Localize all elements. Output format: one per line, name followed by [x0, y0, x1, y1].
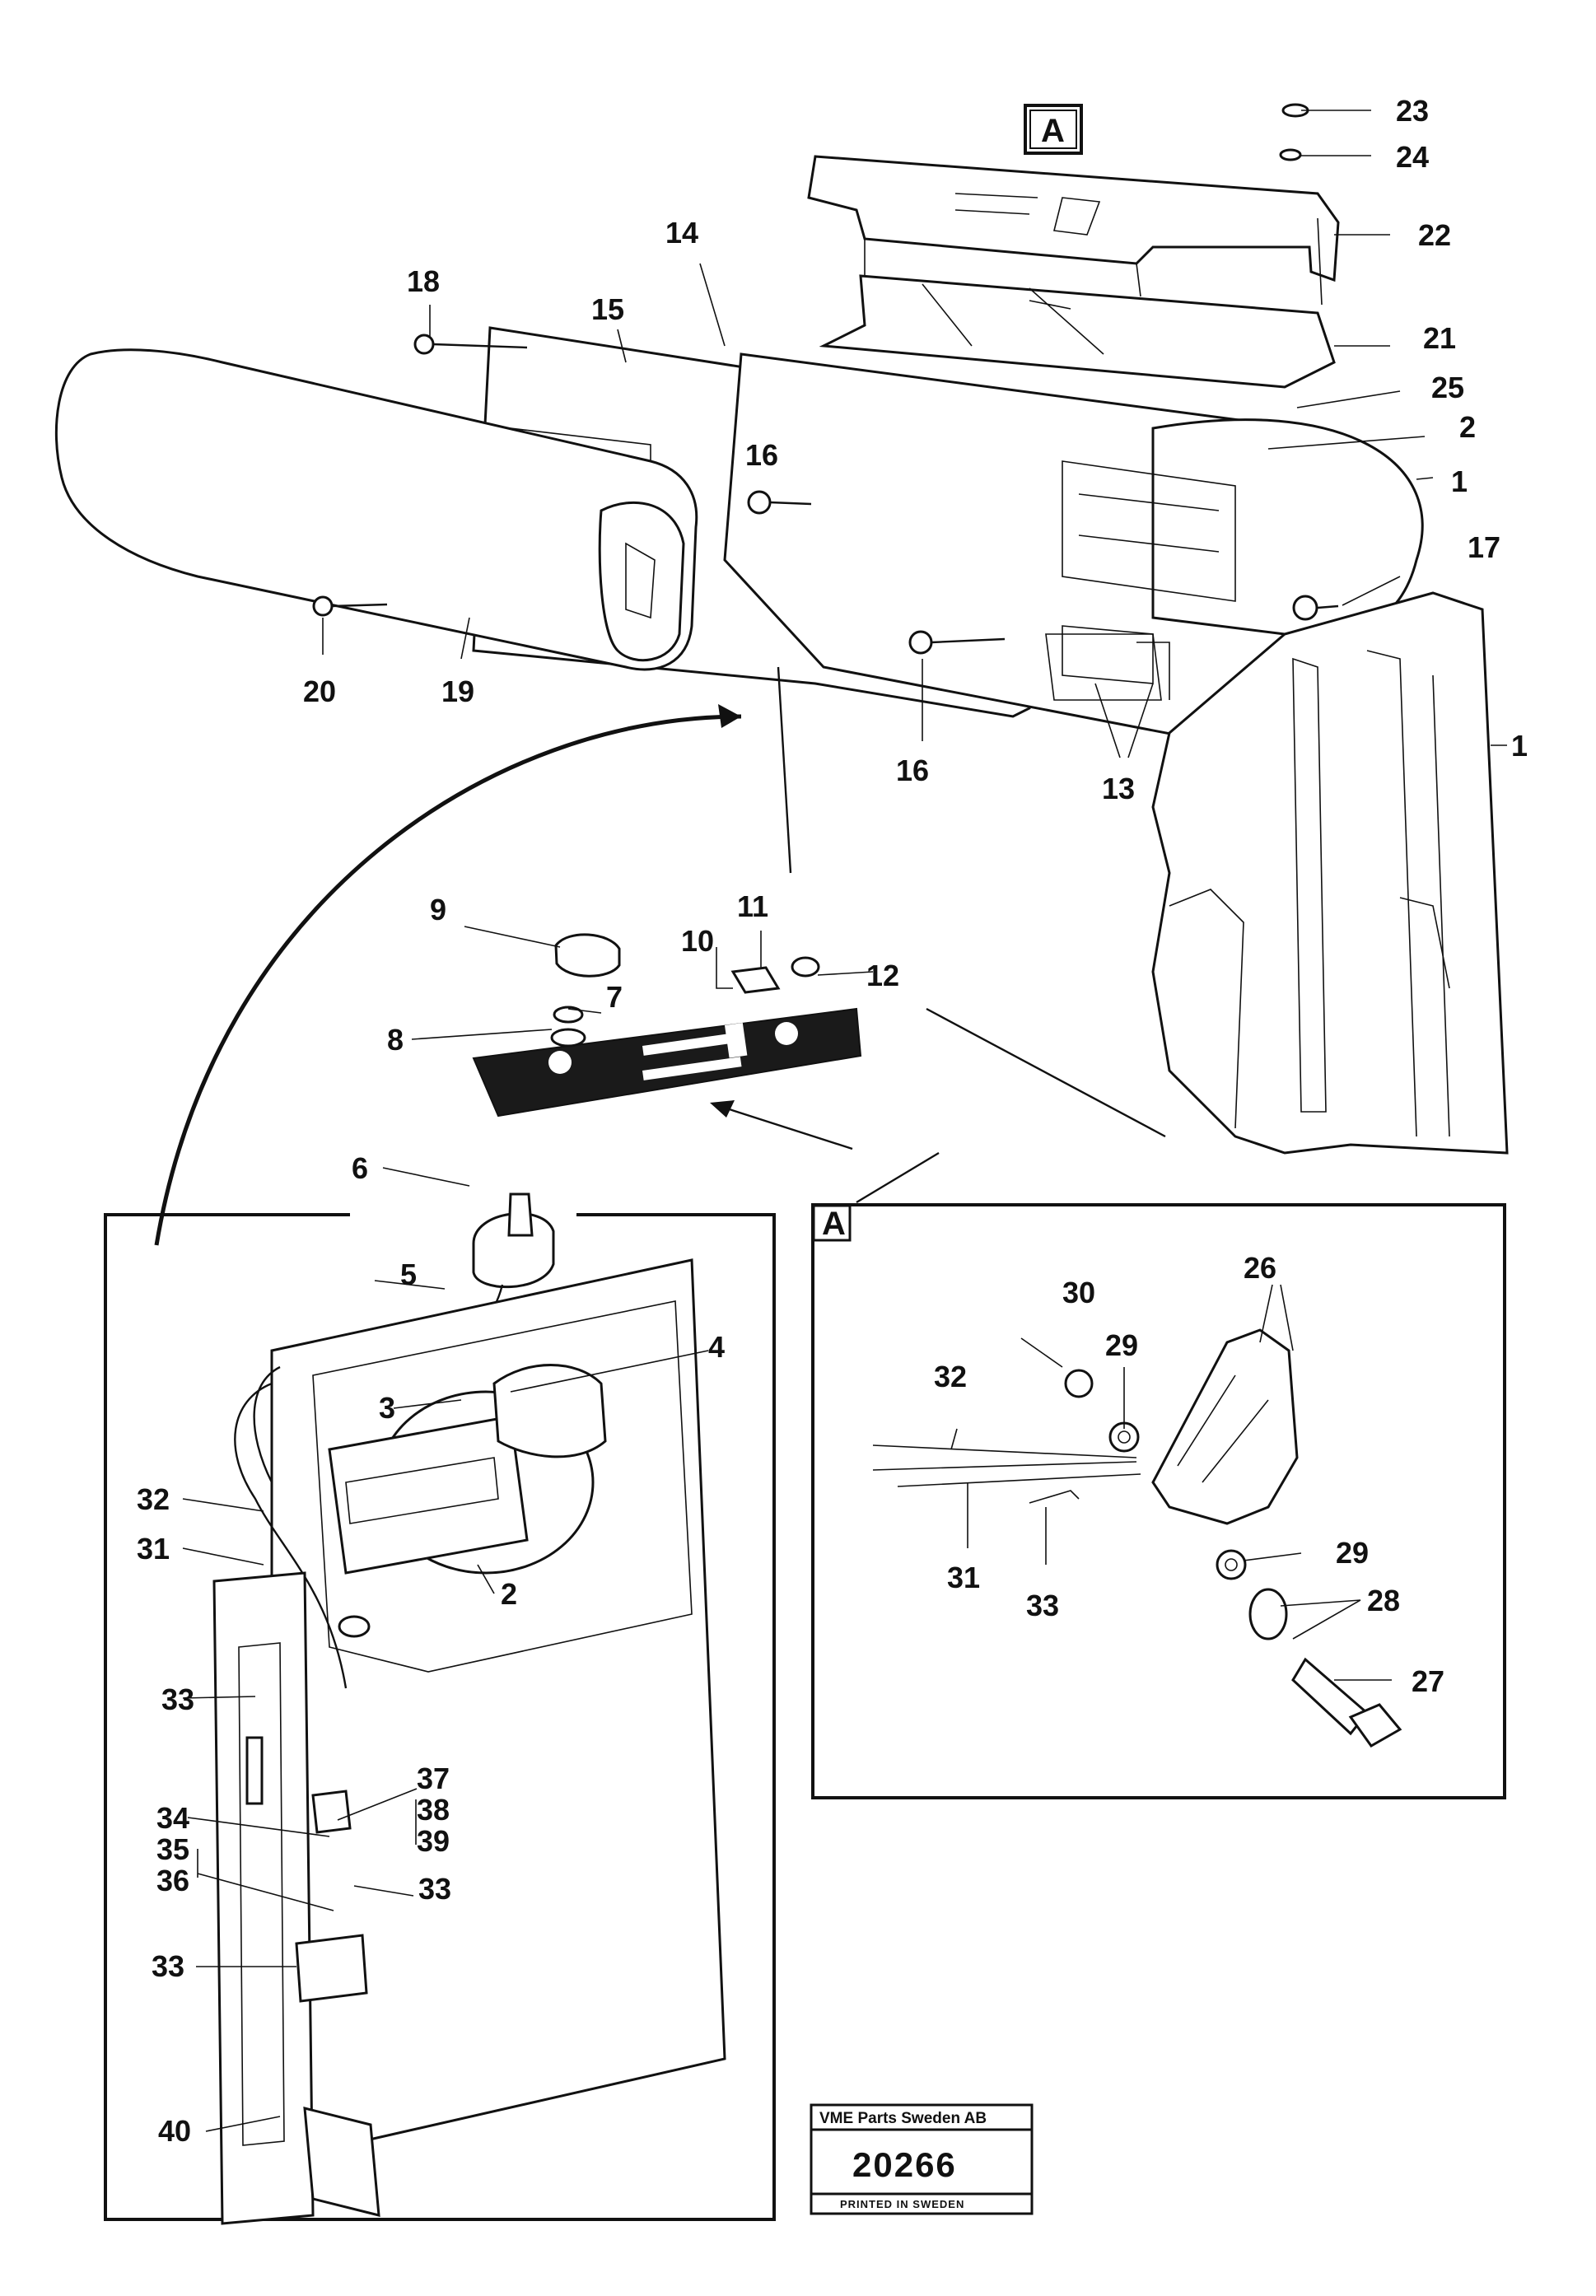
label-3: 3	[379, 1391, 395, 1425]
label-19: 19	[441, 674, 474, 708]
detail-a-marker: A	[1024, 104, 1083, 155]
title-block-company: VME Parts Sweden AB	[819, 2110, 987, 2127]
label-28: 28	[1367, 1584, 1400, 1617]
label-30: 30	[1062, 1276, 1095, 1309]
part-labels: 23 24 22 21 25 2 1 17 1 14 15 18 16 20 1…	[137, 94, 1528, 2148]
label-22: 22	[1418, 218, 1451, 252]
connector-lines	[154, 666, 1166, 1246]
control-panel-drawing	[415, 933, 862, 1344]
label-16-bottom: 16	[896, 754, 929, 787]
top-assembly-drawing	[54, 103, 1509, 1155]
label-16-top: 16	[745, 438, 778, 472]
label-33-detail: 33	[1026, 1589, 1059, 1622]
label-32-detail: 32	[934, 1360, 967, 1393]
detail-a-box: A	[811, 1203, 1506, 1799]
label-20: 20	[303, 674, 336, 708]
title-block-footer: PRINTED IN SWEDEN	[840, 2198, 964, 2210]
label-21: 21	[1423, 321, 1456, 355]
label-13: 13	[1102, 772, 1135, 805]
label-10: 10	[681, 924, 714, 958]
label-31-detail: 31	[947, 1561, 980, 1594]
label-14: 14	[665, 216, 698, 250]
drawing-number: 20266	[852, 2145, 957, 2184]
label-38: 38	[417, 1793, 450, 1827]
label-27: 27	[1412, 1664, 1444, 1698]
label-11: 11	[737, 889, 768, 923]
label-32-left: 32	[137, 1482, 170, 1516]
label-40: 40	[158, 2114, 191, 2148]
label-35: 35	[156, 1832, 189, 1866]
label-5: 5	[400, 1258, 417, 1291]
label-34: 34	[156, 1801, 189, 1835]
label-2-detail: 2	[501, 1577, 517, 1611]
label-31-left: 31	[137, 1532, 170, 1566]
label-17: 17	[1468, 530, 1500, 564]
label-29-bottom: 29	[1336, 1536, 1369, 1570]
label-23: 23	[1396, 94, 1429, 128]
label-36: 36	[156, 1864, 189, 1897]
label-12: 12	[866, 959, 899, 992]
leader-lines	[182, 110, 1507, 2132]
label-25: 25	[1431, 371, 1464, 404]
label-29-top: 29	[1105, 1328, 1138, 1362]
label-1-side: 1	[1511, 729, 1528, 763]
label-7: 7	[606, 980, 623, 1014]
label-2-top: 2	[1459, 410, 1476, 444]
title-block: VME Parts Sweden AB 20266 PRINTED IN SWE…	[810, 2103, 1034, 2215]
label-6: 6	[352, 1151, 368, 1185]
label-33-c: 33	[152, 1949, 184, 1983]
label-33-b: 33	[418, 1872, 451, 1906]
left-detail-box	[104, 1213, 776, 2225]
label-4: 4	[708, 1330, 725, 1364]
label-8: 8	[387, 1023, 404, 1057]
svg-text:A: A	[1041, 113, 1065, 149]
label-39: 39	[417, 1824, 450, 1858]
detail-a-inset-marker: A	[822, 1206, 846, 1242]
label-1-top: 1	[1451, 464, 1468, 498]
label-24: 24	[1396, 140, 1429, 174]
label-33-a: 33	[161, 1682, 194, 1716]
label-9: 9	[430, 893, 446, 926]
label-18: 18	[407, 264, 440, 298]
label-26: 26	[1244, 1251, 1276, 1285]
label-37: 37	[417, 1762, 450, 1795]
label-15: 15	[591, 292, 624, 326]
